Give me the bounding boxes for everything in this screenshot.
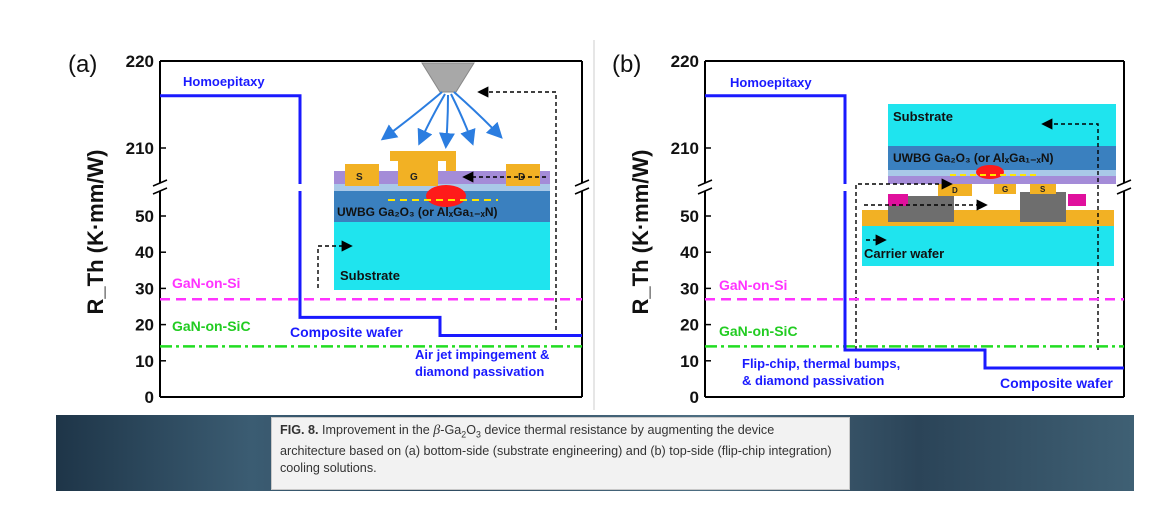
inset-b-gate-label: G bbox=[1002, 185, 1008, 194]
panel-b: (b) 220 210 50 40 30 20 10 0 R_Th (K·mm/W) bbox=[612, 51, 1134, 407]
panel-b-y-ticks: 220 210 50 40 30 20 10 0 bbox=[671, 52, 711, 407]
panel-a-frame bbox=[159, 60, 583, 398]
inset-b-uwbg-layer bbox=[888, 146, 1116, 170]
panel-b-ytick-label-30: 30 bbox=[680, 279, 699, 298]
inset-b-carrier-wafer-label: Carrier wafer bbox=[864, 246, 944, 261]
panel-b-ytick-label-220: 220 bbox=[671, 52, 699, 71]
inset-a-uwbg-label: UWBG Ga₂O₃ (or AlₓGa₁₋ₓN) bbox=[337, 205, 498, 219]
panel-a-ytick-label-30: 30 bbox=[135, 279, 154, 298]
caption-beta-symbol: β bbox=[433, 423, 441, 438]
inset-a-substrate-layer bbox=[334, 222, 550, 290]
inset-a-passivation-layer bbox=[334, 171, 550, 184]
inset-b-hotspot bbox=[976, 165, 1004, 179]
inset-b-uwbg-label: UWBG Ga₂O₃ (or AlₓGa₁₋ₓN) bbox=[893, 151, 1054, 165]
panel-b-ytick-label-0: 0 bbox=[690, 388, 699, 407]
caption-text-end: device thermal resistance by augmenting … bbox=[280, 423, 832, 475]
inset-b-substrate-layer bbox=[888, 104, 1116, 146]
panel-b-ref-gan-sic-label: GaN-on-SiC bbox=[719, 323, 798, 339]
panel-a-ref-gan-si-label: GaN-on-Si bbox=[172, 275, 240, 291]
caption-subscript-3: 3 bbox=[475, 429, 481, 440]
inset-b-source-label: S bbox=[1040, 185, 1046, 194]
panel-b-step-homoepitaxy-label: Homoepitaxy bbox=[730, 75, 812, 90]
panel-a-ytick-label-40: 40 bbox=[135, 243, 154, 262]
air-jet-streams bbox=[380, 91, 503, 149]
figure-caption: FIG. 8. Improvement in the β-Ga2O3 devic… bbox=[271, 417, 850, 490]
panel-a-ytick-label-10: 10 bbox=[135, 352, 154, 371]
panel-a-label: (a) bbox=[68, 51, 97, 78]
panel-b-heat-arrows bbox=[855, 118, 1099, 350]
caption-subscript-2: 2 bbox=[461, 429, 467, 440]
inset-b-drain-label: D bbox=[952, 186, 958, 195]
panel-a-series bbox=[160, 94, 582, 337]
caption-material: -Ga bbox=[440, 423, 462, 437]
panel-b-reference-lines bbox=[705, 298, 1124, 348]
panel-b-ytick-label-20: 20 bbox=[680, 316, 699, 335]
panel-b-series-break-gap bbox=[842, 184, 848, 191]
panel-a-step-composite-wafer-label: Composite wafer bbox=[290, 324, 403, 340]
panel-b-ytick-label-40: 40 bbox=[680, 243, 699, 262]
inset-a-gate-label: G bbox=[410, 172, 418, 183]
panel-a-ytick-label-0: 0 bbox=[145, 388, 154, 407]
panel-b-step-composite-wafer-label: Composite wafer bbox=[1000, 375, 1113, 391]
panel-a-reference-lines bbox=[160, 298, 582, 348]
panel-b-ytick-label-10: 10 bbox=[680, 352, 699, 371]
panel-a-ref-gan-sic-label: GaN-on-SiC bbox=[172, 318, 251, 334]
panel-a-ylabel: R_Th (K·mm/W) bbox=[83, 150, 108, 315]
caption-text-start: Improvement in the bbox=[322, 423, 434, 437]
inset-a-substrate-label: Substrate bbox=[340, 268, 400, 283]
panel-a-ytick-label-210: 210 bbox=[126, 139, 154, 158]
panel-b-ytick-label-210: 210 bbox=[671, 139, 699, 158]
panel-b-ref-gan-si-label: GaN-on-Si bbox=[719, 277, 787, 293]
panel-b-ytick-label-50: 50 bbox=[680, 207, 699, 226]
air-jet-nozzle bbox=[421, 62, 475, 93]
panel-b-inset: Substrate UWBG Ga₂O₃ (or AlₓGa₁₋ₓN) D G … bbox=[855, 104, 1116, 350]
panel-b-series-line bbox=[705, 94, 1124, 370]
caption-label: FIG. 8. bbox=[280, 423, 319, 437]
panel-a-step-air-jet-label: Air jet impingement & diamond passivatio… bbox=[415, 347, 553, 379]
panel-b-ylabel: R_Th (K·mm/W) bbox=[628, 150, 653, 315]
caption-oxygen: O bbox=[466, 423, 476, 437]
panel-a-series-break-gap bbox=[297, 184, 303, 191]
inset-a-hotspot bbox=[426, 185, 466, 207]
panel-a-series-line bbox=[160, 94, 582, 337]
panel-a-step-homoepitaxy-label: Homoepitaxy bbox=[183, 74, 265, 89]
panel-b-step-flip-chip-label: Flip-chip, thermal bumps, & diamond pass… bbox=[742, 356, 904, 388]
panel-b-axis-break bbox=[695, 179, 1134, 195]
panel-a-inset: S G D UWBG Ga₂O₃ (or AlₓGa₁₋ₓN) Substrat… bbox=[317, 62, 557, 330]
panel-a-ytick-label-50: 50 bbox=[135, 207, 154, 226]
panel-b-frame bbox=[704, 60, 1125, 398]
panel-a-heat-arrows bbox=[317, 86, 557, 330]
panel-a-axis-break bbox=[150, 179, 592, 195]
panel-b-series bbox=[705, 94, 1124, 370]
inset-b-substrate-label: Substrate bbox=[893, 109, 953, 124]
panel-a-ytick-label-220: 220 bbox=[126, 52, 154, 71]
inset-b-carrier-wafer-layer bbox=[862, 226, 1114, 266]
inset-a-source-label: S bbox=[356, 172, 363, 183]
panel-b-label: (b) bbox=[612, 51, 641, 78]
panel-a-y-ticks: 220 210 50 40 30 20 10 0 bbox=[126, 52, 166, 407]
figure-8: (a) 220 210 50 40 30 20 10 0 R_Th (K·mm/W) bbox=[68, 40, 1134, 410]
panel-a: (a) 220 210 50 40 30 20 10 0 R_Th (K·mm/W) bbox=[68, 51, 592, 407]
panel-a-ytick-label-20: 20 bbox=[135, 316, 154, 335]
